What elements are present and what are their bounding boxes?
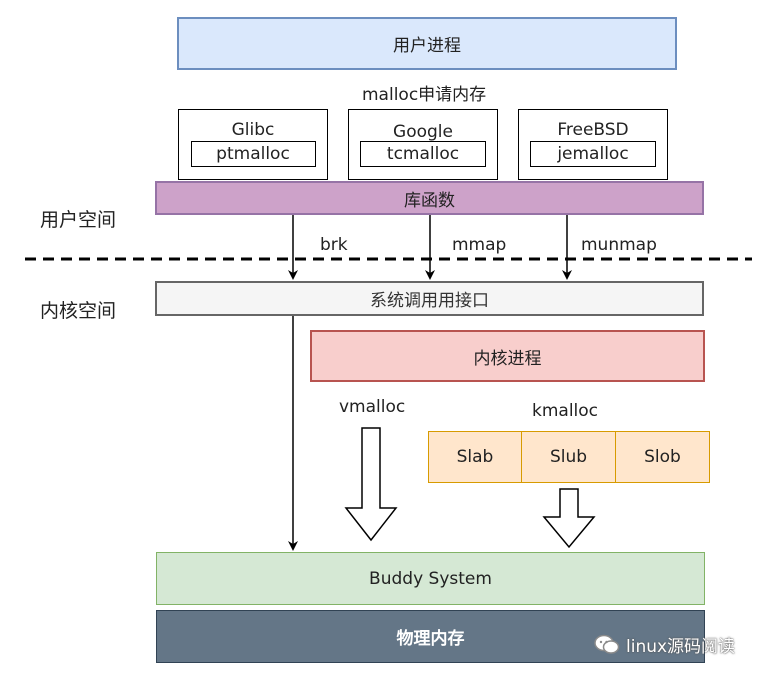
library-box: 库函数: [155, 181, 704, 215]
wechat-icon: [594, 634, 620, 654]
mmap-label: mmap: [452, 235, 507, 255]
allocator-impl-box: tcmalloc: [360, 141, 486, 167]
buddy-system-box: Buddy System: [156, 552, 705, 605]
allocator-impl-name: ptmalloc: [216, 144, 290, 164]
user-process-box: 用户进程: [177, 17, 677, 70]
kernel-process-label: 内核进程: [473, 348, 542, 369]
buddy-system-label: Buddy System: [369, 568, 492, 589]
allocator-google: Google tcmalloc: [348, 109, 498, 180]
kernel-space-label: 内核空间: [40, 300, 117, 322]
slub-label: Slub: [549, 447, 588, 467]
allocator-impl-box: jemalloc: [530, 141, 656, 167]
vmalloc-block-arrow: [344, 427, 398, 542]
physical-memory-box: 物理内存: [156, 610, 705, 663]
kmalloc-label: kmalloc: [532, 401, 599, 421]
library-label: 库函数: [404, 190, 455, 211]
kmalloc-block-arrow: [542, 488, 596, 549]
allocator-impl-box: ptmalloc: [190, 141, 316, 167]
user-space-label: 用户空间: [40, 209, 117, 231]
allocator-freebsd: FreeBSD jemalloc: [518, 109, 668, 180]
munmap-label: munmap: [581, 235, 657, 255]
user-process-label: 用户进程: [393, 36, 461, 56]
slob-box: Slob: [615, 431, 710, 483]
slub-box: Slub: [521, 431, 616, 483]
allocator-impl-name: tcmalloc: [386, 144, 460, 164]
physical-memory-label: 物理内存: [396, 629, 465, 649]
allocator-glibc: Glibc ptmalloc: [178, 109, 328, 180]
kernel-process-box: 内核进程: [310, 330, 705, 382]
watermark: linux源码阅读: [594, 632, 735, 657]
malloc-label: malloc申请内存: [362, 85, 487, 105]
vmalloc-label: vmalloc: [339, 397, 406, 417]
allocator-impl-name: jemalloc: [557, 144, 629, 164]
brk-label: brk: [320, 235, 348, 255]
slab-box: Slab: [428, 431, 522, 483]
syscall-interface-box: 系统调用用接口: [155, 281, 704, 316]
slab-label: Slab: [456, 447, 494, 467]
allocator-lib-name: FreeBSD: [557, 120, 629, 140]
slob-label: Slob: [644, 447, 681, 467]
syscall-interface-label: 系统调用用接口: [370, 291, 489, 311]
allocator-lib-name: Google: [393, 122, 453, 142]
allocator-lib-name: Glibc: [231, 120, 275, 140]
watermark-text: linux源码阅读: [626, 637, 736, 657]
